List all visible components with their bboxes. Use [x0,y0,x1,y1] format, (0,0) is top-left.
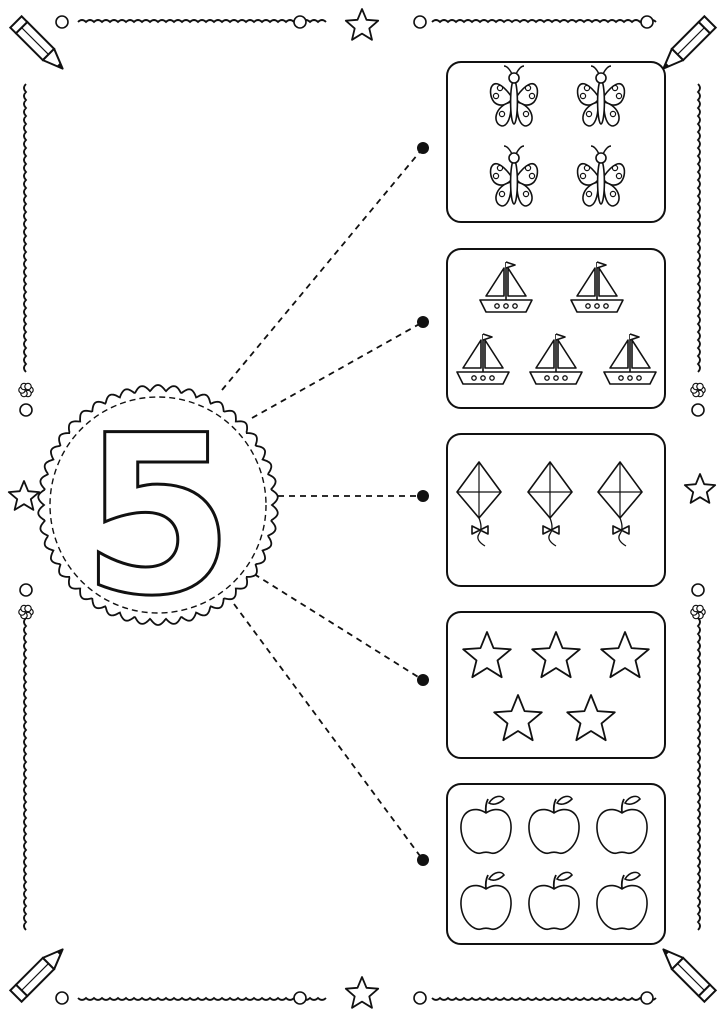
butterfly-icon [576,145,626,207]
border-circle-icon [19,583,33,597]
connector-dot [417,490,429,502]
border-top-left [77,19,327,24]
connector-dot [417,142,429,154]
border-star-icon [683,473,717,504]
badge-outer-scallop [37,384,279,626]
counting-box-frame [446,61,666,223]
border-star-icon [344,8,380,41]
counting-box-sailboat [446,248,666,409]
sailboat-icon [529,333,583,385]
sailboat-icon [456,333,510,385]
border-circle-icon [413,991,427,1005]
border-top-right [431,19,657,24]
sailboat-icon [570,261,624,313]
connector-line [233,603,424,861]
counting-box-kite [446,433,666,587]
border-flower-icon [18,604,34,620]
border-star-icon [7,480,41,511]
star-icon [600,631,650,679]
counting-box-butterfly [446,61,666,223]
border-right-top [696,83,701,373]
border-circle-icon [691,583,705,597]
border-circle-icon [640,991,654,1005]
butterfly-icon [576,65,626,127]
apple-icon [528,871,580,930]
number-five-numeral: 5 [81,388,234,644]
pencil-icon [8,948,64,1004]
border-circle-icon [19,403,33,417]
connector-line [251,321,424,419]
apple-icon [596,795,648,854]
badge-dashed-ring [49,396,267,614]
border-circle-icon [55,991,69,1005]
star-icon [566,694,616,742]
wavy-page-border [7,8,717,1009]
star-icon [493,694,543,742]
apple-icon [460,795,512,854]
border-circle-icon [293,991,307,1005]
corner-decorations [8,14,718,1004]
border-circle-icon [55,15,69,29]
border-circle-icon [413,15,427,29]
border-left-top [23,83,28,373]
sailboat-icon [479,261,533,313]
border-flower-icon [18,382,34,398]
butterfly-icon [489,145,539,207]
apple-icon [528,795,580,854]
border-flower-icon [690,382,706,398]
dashed-connector-lines [221,142,429,866]
kite-icon [527,461,573,547]
border-left-bottom [23,617,28,931]
star-icon [462,631,512,679]
connector-line [221,147,424,391]
border-circle-icon [640,15,654,29]
pencil-icon [8,14,64,70]
apple-icon [596,871,648,930]
pencil-icon [662,948,718,1004]
connector-line [253,573,424,681]
sailboat-icon [603,333,657,385]
border-flower-icon [690,604,706,620]
connector-dot [417,316,429,328]
connector-dot [417,854,429,866]
counting-boxes [446,61,666,945]
border-right-bottom [696,617,701,931]
border-bottom-left [77,996,327,1001]
kite-icon [597,461,643,547]
apple-icon [460,871,512,930]
star-icon [531,631,581,679]
border-circle-icon [691,403,705,417]
counting-box-star [446,611,666,759]
border-star-icon [344,976,380,1009]
border-circle-icon [293,15,307,29]
pencil-icon [662,14,718,70]
counting-box-apple [446,783,666,945]
connector-dot [417,674,429,686]
number-badge: 5 [37,384,279,646]
border-bottom-right [431,996,657,1001]
butterfly-icon [489,65,539,127]
kite-icon [456,461,502,547]
